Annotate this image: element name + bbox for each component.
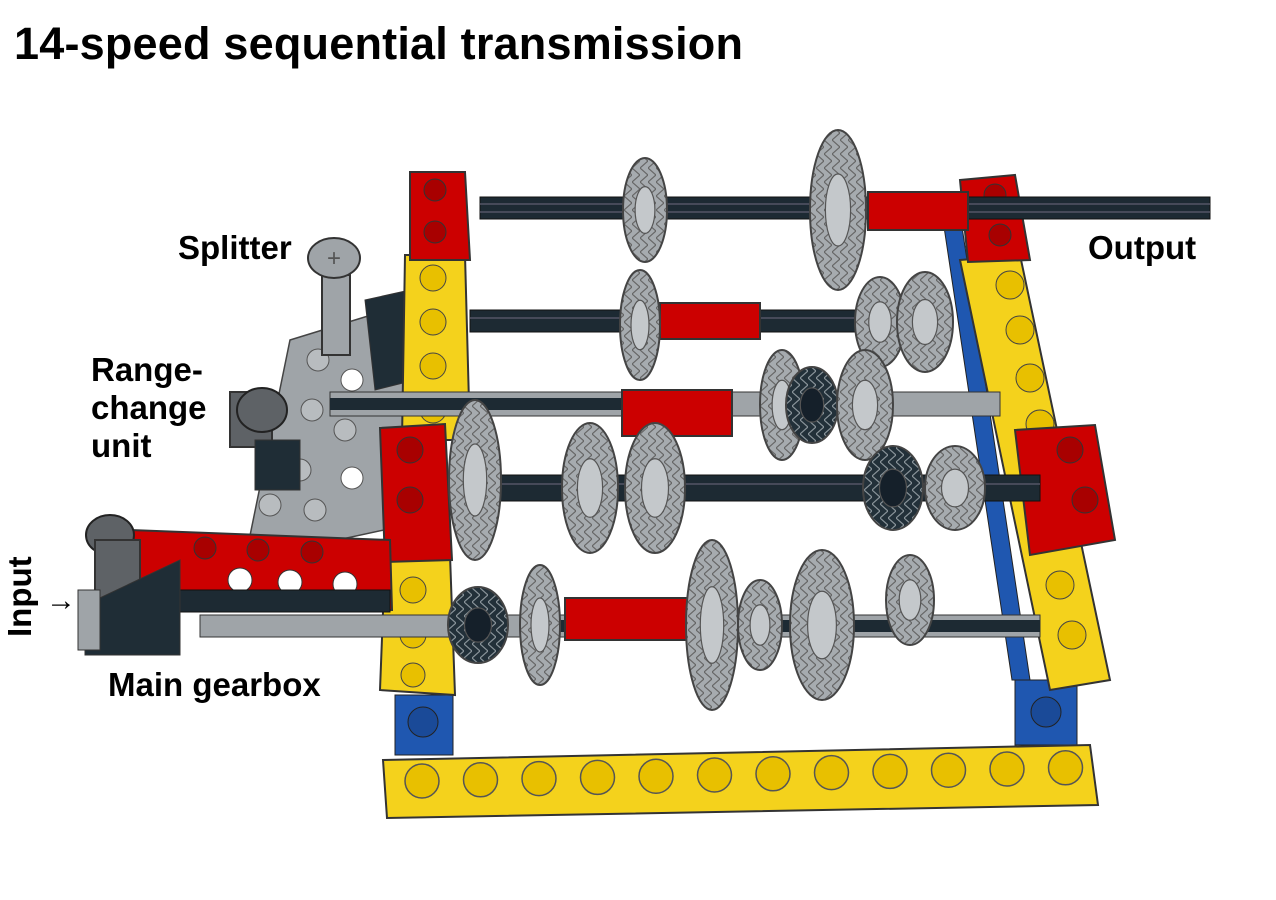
gear-hub — [699, 586, 725, 664]
gear-hub — [463, 607, 493, 643]
beam-stud — [813, 754, 850, 791]
gear-hub — [911, 298, 939, 346]
label-input: Input — [1, 556, 38, 637]
beam-stud — [638, 758, 674, 794]
beam-stud — [579, 759, 616, 796]
beam-stud — [755, 756, 791, 792]
page-title: 14-speed sequential transmission — [14, 18, 744, 69]
gear-hub — [799, 387, 825, 423]
beam-stud — [696, 757, 733, 793]
gear-hub — [462, 443, 488, 517]
gear-hub — [824, 173, 852, 247]
svg-text:+: + — [327, 245, 341, 272]
red-joiners — [564, 191, 969, 641]
gear-hub — [749, 604, 771, 646]
beam-stud — [1047, 750, 1084, 786]
label-range-line3: unit — [91, 427, 152, 464]
gear-hub — [640, 458, 670, 518]
label-main-gearbox: Main gearbox — [108, 666, 321, 703]
label-range-change-unit: Range- change unit — [91, 351, 207, 465]
input-arrow-icon: → — [46, 584, 76, 617]
beam-stud — [521, 760, 557, 797]
beam-stud — [930, 752, 967, 788]
gear-hub — [634, 186, 656, 235]
yellow-front-beam — [381, 743, 1100, 820]
gear-hub — [868, 301, 892, 343]
gear-hub — [940, 468, 970, 508]
label-range-line1: Range- — [91, 351, 203, 388]
gear-hub — [806, 590, 837, 660]
label-output: Output — [1088, 229, 1197, 266]
beam-stud — [462, 762, 499, 798]
beam-stud — [404, 763, 440, 799]
gear-hub — [576, 458, 604, 518]
gear-hub — [530, 597, 550, 653]
label-range-line2: change — [91, 389, 207, 426]
gear-hub — [898, 579, 922, 621]
shift-levers: + — [77, 237, 361, 656]
beam-stud — [989, 751, 1025, 787]
gear-hub — [878, 468, 908, 508]
beam-stud — [872, 753, 908, 790]
gear-hub — [851, 379, 879, 431]
label-splitter: Splitter — [178, 229, 292, 266]
gear-hub — [630, 299, 650, 351]
gears — [447, 129, 986, 711]
